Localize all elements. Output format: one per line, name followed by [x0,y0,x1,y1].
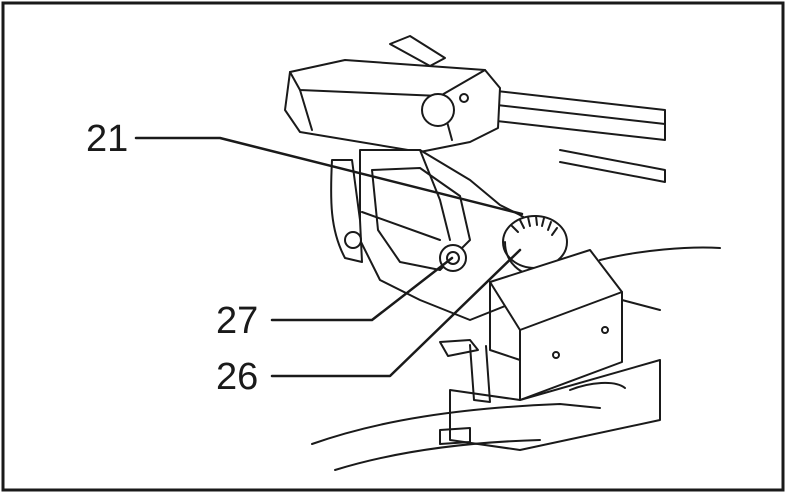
lock-tab [439,339,479,357]
lock-post [469,344,491,403]
rail-end-cap [421,93,455,127]
fence-lip [489,281,521,361]
leader-line-27 [270,256,454,322]
leader-line-21 [134,136,524,216]
rail-lower [559,149,666,183]
lower-foot [439,427,471,445]
callout-label-21: 21 [86,118,129,160]
base-arc-right [599,246,721,261]
table-edge [621,299,661,311]
fence-hole-1 [552,351,560,359]
table-recess [569,382,626,391]
rail-clamp-body [284,59,501,153]
arm-pivot-rib [419,149,451,241]
base-outline [311,403,601,445]
table-top [449,359,661,451]
lever-link [361,211,441,241]
lever-knob [344,231,362,249]
callout-label-27: 27 [216,300,259,342]
fence-side [519,291,623,401]
rail-clamp-top [289,69,486,97]
rail-clamp-handle [389,35,446,67]
leader-line-26 [270,248,522,378]
rail-screw [459,93,469,103]
side-lever [330,159,363,263]
rail-clamp-edge [299,89,313,131]
callout-label-26: 26 [216,356,259,398]
pivot-bolt-inner [446,251,460,265]
base-outline-2 [334,439,541,471]
bevel-scale-ticks [511,215,558,236]
rail-highlight [469,101,666,125]
fence-hole-2 [601,326,609,334]
